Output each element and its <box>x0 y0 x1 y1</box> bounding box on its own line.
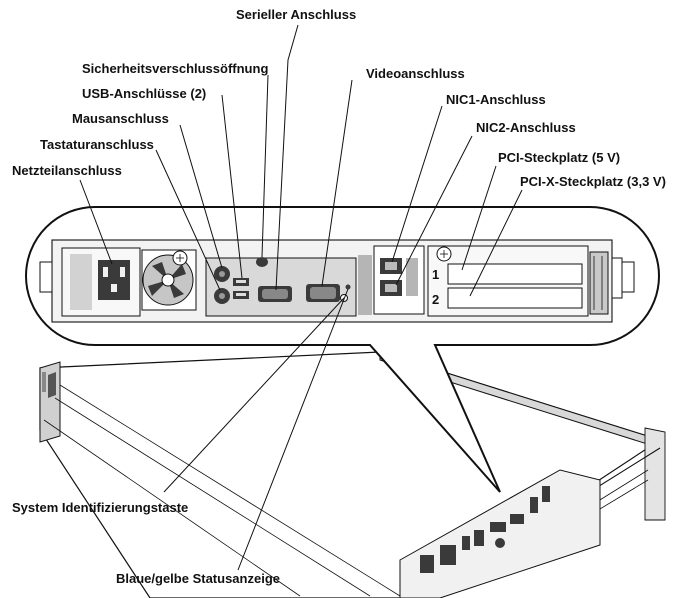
label-power-connector: Netzteilanschluss <box>12 163 122 178</box>
label-pci-slot: PCI-Steckplatz (5 V) <box>498 150 620 165</box>
security-lock-slot[interactable] <box>256 257 268 267</box>
label-security-lock-slot: Sicherheitsverschlussöffnung <box>82 61 268 76</box>
fan-icon <box>142 250 196 310</box>
server-chassis <box>40 352 665 598</box>
power-connector[interactable] <box>98 260 130 300</box>
label-status-indicator: Blaue/gelbe Statusanzeige <box>116 571 280 586</box>
slot-1-number: 1 <box>432 267 439 282</box>
power-supply <box>62 248 140 316</box>
status-indicator <box>346 285 351 290</box>
label-pcix-slot: PCI-X-Steckplatz (3,3 V) <box>520 174 666 189</box>
pcix-slot-2[interactable] <box>448 288 582 308</box>
slot-2-number: 2 <box>432 292 439 307</box>
label-keyboard-port: Tastaturanschluss <box>40 137 154 152</box>
label-usb-ports: USB-Anschlüsse (2) <box>82 86 206 101</box>
label-serial-port: Serieller Anschluss <box>236 7 356 22</box>
pci-slot-1[interactable] <box>448 264 582 284</box>
pci-slots: 1 2 <box>428 246 588 316</box>
label-nic1-port: NIC1-Anschluss <box>446 92 546 107</box>
label-system-id-button: System Identifizierungstaste <box>12 500 188 515</box>
label-video-port: Videoanschluss <box>366 66 465 81</box>
label-nic2-port: NIC2-Anschluss <box>476 120 576 135</box>
label-mouse-port: Mausanschluss <box>72 111 169 126</box>
back-panel-magnified: 1 2 <box>40 240 634 322</box>
